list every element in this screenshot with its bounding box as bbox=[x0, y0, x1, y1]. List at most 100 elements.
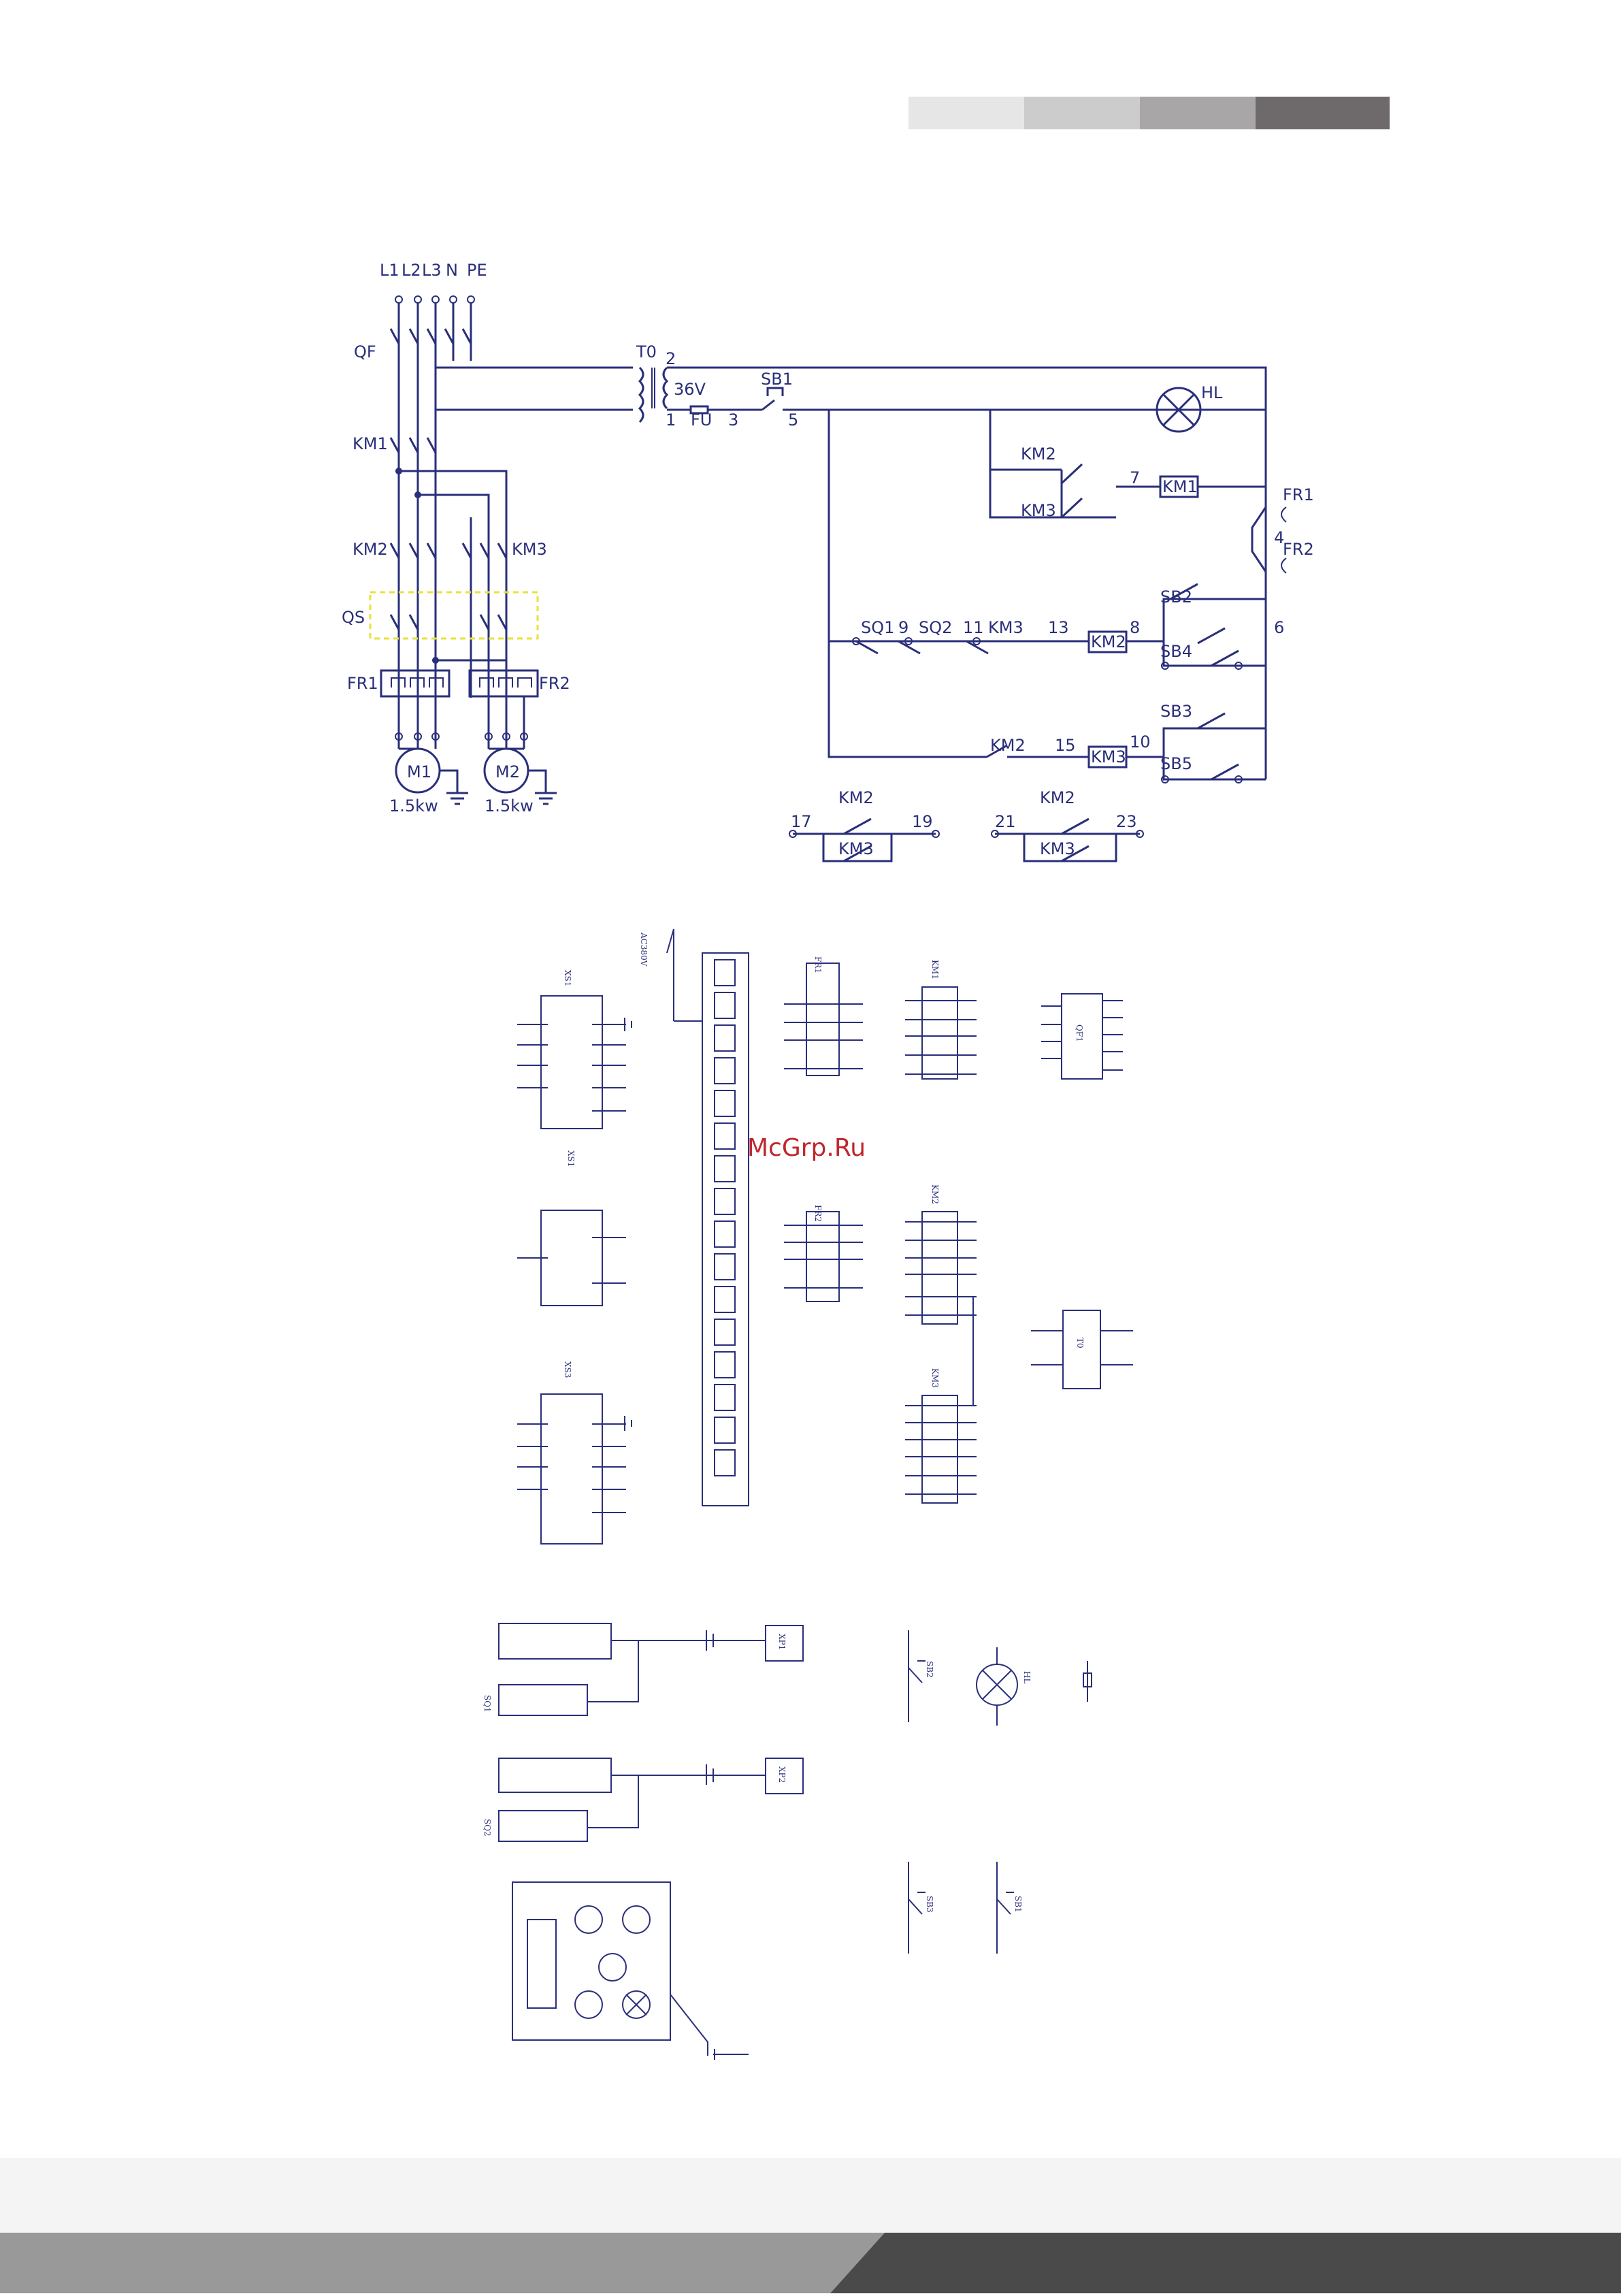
header-bar-1 bbox=[908, 97, 1024, 129]
socket-xs3 bbox=[541, 1394, 602, 1544]
header-color-strip bbox=[908, 97, 1390, 129]
label-fu: FU bbox=[691, 410, 712, 430]
label-node-21: 21 bbox=[995, 812, 1016, 831]
wiring-diagram: XS1 XS1 XS3 AC380V FR1 FR2 bbox=[482, 929, 1133, 2060]
label-node-5: 5 bbox=[788, 410, 798, 430]
relay-fr1 bbox=[806, 963, 839, 1076]
label-km3-power: KM3 bbox=[512, 540, 547, 559]
label-fr1-ctrl: FR1 bbox=[1283, 485, 1314, 504]
label-node-19: 19 bbox=[912, 812, 933, 831]
label-km2-wiring: KM2 bbox=[930, 1184, 940, 1204]
label-node-17: 17 bbox=[791, 812, 812, 831]
label-sb5: SB5 bbox=[1160, 754, 1192, 773]
panel-terminal-block bbox=[527, 1920, 556, 2008]
label-sb3: SB3 bbox=[1160, 702, 1192, 721]
label-xp1: XP1 bbox=[777, 1634, 787, 1650]
header-bar-4 bbox=[1256, 97, 1390, 129]
footer-decoration bbox=[0, 2158, 1621, 2293]
label-sq2-wiring: SQ2 bbox=[482, 1819, 492, 1837]
label-sb1-wiring: SB1 bbox=[1013, 1896, 1023, 1913]
label-km1: KM1 bbox=[353, 434, 388, 453]
label-l3: L3 bbox=[422, 261, 442, 280]
label-t0-wiring: T0 bbox=[1075, 1338, 1085, 1348]
label-km2-aux-b: KM2 bbox=[1040, 788, 1075, 807]
label-m1-rating: 1.5kw bbox=[389, 796, 438, 815]
label-node-13: 13 bbox=[1048, 618, 1069, 637]
label-node-8: 8 bbox=[1130, 618, 1140, 637]
label-km3-aux-b: KM3 bbox=[1040, 839, 1075, 858]
qs-switch-box bbox=[370, 592, 538, 638]
label-km2-aux-a: KM2 bbox=[838, 788, 874, 807]
label-qf1: QF1 bbox=[1075, 1024, 1084, 1042]
label-km3-aux-a: KM3 bbox=[838, 839, 874, 858]
socket-xs2 bbox=[541, 1210, 602, 1306]
label-node-15: 15 bbox=[1055, 736, 1076, 755]
socket-xs1 bbox=[541, 996, 602, 1129]
label-km2-ctrl-a: KM2 bbox=[1021, 444, 1056, 464]
terminal-strip bbox=[702, 953, 749, 1506]
label-t0: T0 bbox=[636, 342, 657, 361]
label-km2-ctrl-b: KM2 bbox=[990, 736, 1026, 755]
control-circuit: T0 36V 2 1 FU 3 SB1 5 HL KM2 KM3 7 KM1 F… bbox=[436, 342, 1314, 861]
label-l2: L2 bbox=[402, 261, 421, 280]
label-sb3-wiring: SB3 bbox=[925, 1896, 934, 1913]
label-fr1-power: FR1 bbox=[347, 674, 378, 693]
label-sb1: SB1 bbox=[761, 370, 793, 389]
transformer-t0 bbox=[1063, 1310, 1100, 1389]
limit-switch-box-2 bbox=[499, 1811, 587, 1841]
label-xs3: XS3 bbox=[563, 1361, 572, 1378]
label-hl-control: HL bbox=[1201, 383, 1223, 402]
label-node-10: 10 bbox=[1130, 732, 1151, 751]
label-km2-power: KM2 bbox=[353, 540, 388, 559]
label-xs1-bottom: XS1 bbox=[566, 1150, 576, 1167]
limit-switch-box-1 bbox=[499, 1685, 587, 1715]
label-node-4: 4 bbox=[1274, 528, 1284, 547]
label-ac380v: AC380V bbox=[639, 932, 649, 967]
label-sb2-wiring: SB2 bbox=[925, 1661, 934, 1678]
contactor-km3 bbox=[922, 1395, 957, 1503]
junction-box-1 bbox=[499, 1623, 611, 1659]
label-fr2-ctrl: FR2 bbox=[1283, 540, 1314, 559]
terminal-slots bbox=[715, 960, 735, 1476]
label-sq1-wiring: SQ1 bbox=[482, 1695, 492, 1713]
label-node-7: 7 bbox=[1130, 468, 1140, 487]
label-m2: M2 bbox=[495, 762, 520, 781]
watermark-text: McGrp.Ru bbox=[747, 1134, 866, 1162]
label-m2-rating: 1.5kw bbox=[485, 796, 534, 815]
label-km3-wiring: KM3 bbox=[930, 1368, 940, 1388]
label-xp2: XP2 bbox=[777, 1766, 787, 1783]
label-node-1: 1 bbox=[666, 410, 676, 430]
label-fr1-wiring: FR1 bbox=[813, 956, 823, 973]
label-qf: QF bbox=[354, 342, 376, 361]
label-km3-ctrl-b: KM3 bbox=[988, 618, 1024, 637]
junction-box-2 bbox=[499, 1758, 611, 1792]
label-m1: M1 bbox=[407, 762, 431, 781]
power-circuit: L1 L2 L3 N PE QF KM1 KM2 KM3 QS bbox=[342, 261, 570, 815]
label-fr2-power: FR2 bbox=[539, 674, 570, 693]
label-hl-wiring: HL bbox=[1022, 1671, 1032, 1683]
label-km3-coil: KM3 bbox=[1091, 747, 1126, 766]
label-pe: PE bbox=[467, 261, 487, 280]
label-sb4: SB4 bbox=[1160, 642, 1192, 661]
label-km2-coil: KM2 bbox=[1091, 632, 1126, 651]
label-sq1: SQ1 bbox=[861, 618, 894, 637]
label-km1-wiring: KM1 bbox=[930, 960, 940, 980]
label-node-9: 9 bbox=[898, 618, 908, 637]
label-km3-ctrl-a: KM3 bbox=[1021, 501, 1056, 520]
label-sb2: SB2 bbox=[1160, 587, 1192, 607]
label-l1: L1 bbox=[380, 261, 399, 280]
label-node-6: 6 bbox=[1274, 618, 1284, 637]
label-n: N bbox=[446, 261, 458, 280]
header-bar-3 bbox=[1140, 97, 1256, 129]
label-xs1-top: XS1 bbox=[563, 970, 572, 986]
label-sq2: SQ2 bbox=[919, 618, 952, 637]
label-km1-coil: KM1 bbox=[1162, 477, 1198, 496]
label-node-3: 3 bbox=[728, 410, 738, 430]
label-node-23: 23 bbox=[1116, 812, 1137, 831]
label-36v: 36V bbox=[674, 380, 706, 399]
label-node-2: 2 bbox=[666, 349, 676, 368]
label-node-11: 11 bbox=[963, 618, 984, 637]
contactor-km2 bbox=[922, 1212, 957, 1324]
